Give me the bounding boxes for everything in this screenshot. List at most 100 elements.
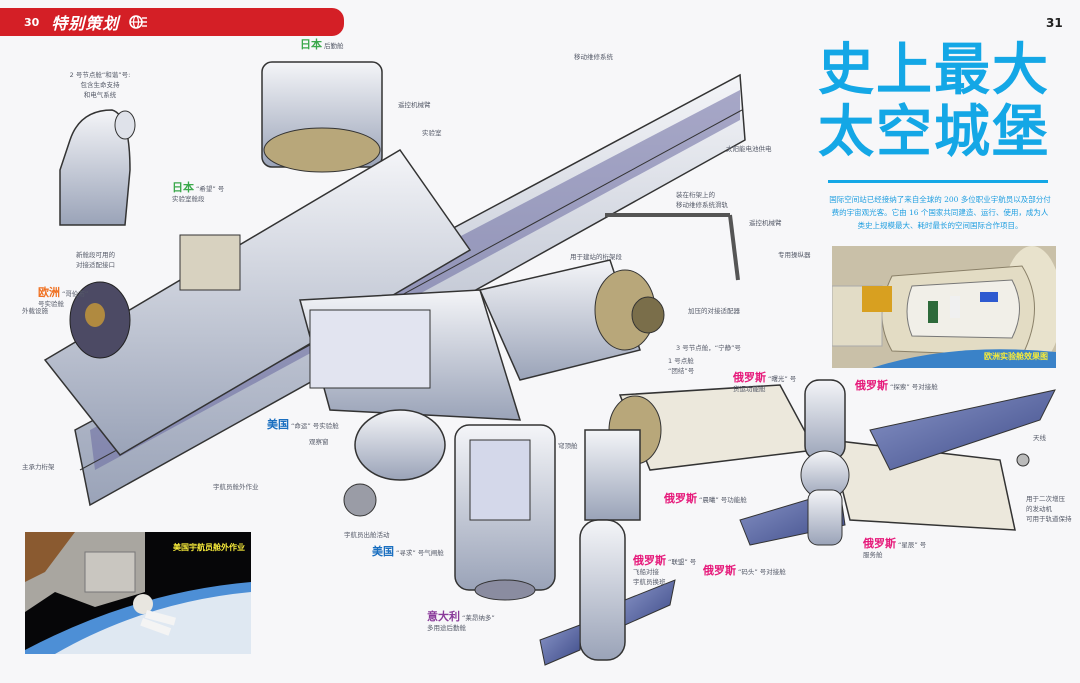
callout-text: 飞船对接 — [633, 568, 659, 576]
callout-line: 日本“希望” 号 — [172, 181, 224, 194]
callout-text: 新舱段可用的 — [76, 251, 115, 259]
callout-text: 实验室舱段 — [172, 195, 205, 203]
node3-module — [478, 259, 665, 381]
callout-new-adapter: 新舱段可用的对接适配接口 — [76, 250, 115, 270]
callout-line: 的发动机 — [1026, 504, 1072, 514]
callout-line: 观察窗 — [309, 437, 329, 447]
callout-text: “团结”号 — [668, 367, 695, 375]
callout-text: “晨曦” 号功能舱 — [699, 496, 747, 504]
callout-line: 实验室舱段 — [172, 194, 224, 204]
callout-solar: 太阳能电池供电 — [726, 144, 772, 154]
callout-text: 穹顶舱 — [558, 442, 578, 450]
callout-line: 多用途后勤舱 — [427, 623, 495, 633]
callout-ru-poisk: 俄罗斯“探索” 号对接舱 — [855, 380, 938, 392]
callout-text: 太阳能电池供电 — [726, 145, 772, 153]
callout-ru-pirs: 俄罗斯“码头” 号对接舱 — [703, 565, 786, 577]
callout-line: 意大利“莱昂纳多” — [427, 611, 495, 623]
page-number-right: 31 — [1046, 16, 1063, 30]
callout-line: 天线 — [1033, 433, 1046, 443]
callout-text: 货运功能舱 — [733, 385, 766, 393]
country-tag: 俄罗斯 — [633, 554, 666, 567]
callout-text: 专用操纵器 — [778, 251, 811, 259]
callout-line: 移动维修系统 — [574, 52, 613, 62]
callout-text: 主承力桁架 — [22, 463, 55, 471]
jp-logistics-module — [261, 61, 383, 173]
callout-truss-seg: 用于建站的桁架段 — [570, 252, 622, 262]
callout-line: 1 号点舱 — [668, 356, 694, 366]
callout-cupola: 穹顶舱 — [558, 441, 578, 451]
callout-line: 号实验舱 — [38, 299, 88, 309]
callout-text: 移动维修系统 — [574, 53, 613, 61]
country-tag: 美国 — [372, 545, 394, 558]
country-tag: 日本 — [300, 38, 322, 51]
section-header-bar: 30 特别策划 — [0, 8, 344, 36]
columbus-photo-caption: 欧洲实验舱效果图 — [984, 352, 1048, 361]
callout-line: 遥控机械臂 — [749, 218, 782, 228]
callout-jp-kibo: 日本“希望” 号实验室舱段 — [172, 181, 224, 204]
columbus-photo: 欧洲实验舱效果图 — [832, 246, 1056, 368]
callout-line: 遥控机械臂 — [398, 100, 431, 110]
callout-line: 和电气系统 — [70, 90, 131, 100]
callout-eu-columbus: 欧洲“哥伦布”号实验舱 — [38, 286, 88, 309]
callout-line: 俄罗斯“晨曦” 号功能舱 — [664, 492, 747, 505]
callout-it-leonardo: 意大利“莱昂纳多”多用途后勤舱 — [427, 611, 495, 633]
country-tag: 俄罗斯 — [664, 492, 697, 505]
callout-line: 服务舱 — [863, 550, 926, 560]
globe-icon — [129, 15, 148, 29]
callout-ru-soyuz: 俄罗斯“联盟” 号飞船对接宇航员换班 — [633, 554, 696, 587]
section-title: 特别策划 — [51, 14, 120, 33]
callout-text: “莱昂纳多” — [462, 614, 495, 622]
callout-text: 观察窗 — [309, 438, 329, 446]
callout-line: 新舱段可用的 — [76, 250, 115, 260]
callout-line: “团结”号 — [668, 366, 694, 376]
callout-text: “探索” 号对接舱 — [890, 383, 938, 391]
zarya-module — [584, 429, 641, 521]
country-tag: 欧洲 — [38, 286, 60, 299]
quest-airlock — [343, 409, 446, 517]
callout-text: 天线 — [1033, 434, 1046, 442]
callout-text: 用于二次增压 — [1026, 495, 1065, 503]
callout-text: 对接适配接口 — [76, 261, 115, 269]
callout-text: 宇航员舱外作业 — [213, 483, 259, 491]
callout-line: 用于二次增压 — [1026, 494, 1072, 504]
callout-line: 俄罗斯“曙光” 号 — [733, 372, 796, 384]
eva-scene-illustration — [25, 532, 251, 654]
callout-text: 遥控机械臂 — [749, 219, 782, 227]
callout-line: 专用操纵器 — [778, 250, 811, 260]
kibo-columbus-modules — [43, 149, 472, 456]
callout-line: 3 号节点舱，“宁静”号 — [676, 343, 741, 353]
callout-text: 加压的对接适配器 — [688, 307, 740, 315]
callout-line: 俄罗斯“联盟” 号 — [633, 554, 696, 567]
callout-text: 遥控机械臂 — [398, 101, 431, 109]
callout-line: 飞船对接 — [633, 567, 696, 577]
callout-line: 货运功能舱 — [733, 384, 796, 394]
callout-node2: 2 号节点舱“和谐”号:包含生命支持和电气系统 — [70, 70, 131, 100]
callout-line: 加压的对接适配器 — [688, 306, 740, 316]
callout-line: 宇航员出舱活动 — [344, 530, 390, 540]
callout-rail: 装在桁架上的移动维修系统滑轨 — [676, 190, 728, 210]
callout-line: 宇航员舱外作业 — [213, 482, 259, 492]
callout-text: 移动维修系统滑轨 — [676, 201, 728, 209]
callout-text: “码头” 号对接舱 — [738, 568, 786, 576]
country-tag: 日本 — [172, 181, 194, 194]
callout-line: 穹顶舱 — [558, 441, 578, 451]
callout-pma: 加压的对接适配器 — [688, 306, 740, 316]
callout-line: 装在桁架上的 — [676, 190, 728, 200]
callout-text: “命运” 号实验舱 — [291, 422, 339, 430]
callout-text: 后勤舱 — [324, 42, 344, 50]
page-number-left: 30 — [24, 15, 40, 29]
callout-ru-rassvet: 俄罗斯“曙光” 号货运功能舱 — [733, 372, 796, 394]
callout-text: 和电气系统 — [83, 91, 117, 99]
country-tag: 美国 — [267, 418, 289, 431]
docking-adapter-capsule — [59, 109, 136, 226]
eva-photo: 美国宇航员舱外作业 — [25, 532, 251, 654]
callout-window: 观察窗 — [309, 437, 329, 447]
poisk-module — [800, 379, 850, 546]
callout-line: 日本后勤舱 — [300, 38, 344, 51]
antenna-dish — [1016, 453, 1030, 467]
callout-line: 可用于轨道保持 — [1026, 514, 1072, 524]
callout-text: “星辰” 号 — [898, 541, 927, 549]
callout-text: 宇航员换班 — [633, 578, 666, 586]
headline: 史上最大 太空城堡 — [818, 40, 1064, 164]
